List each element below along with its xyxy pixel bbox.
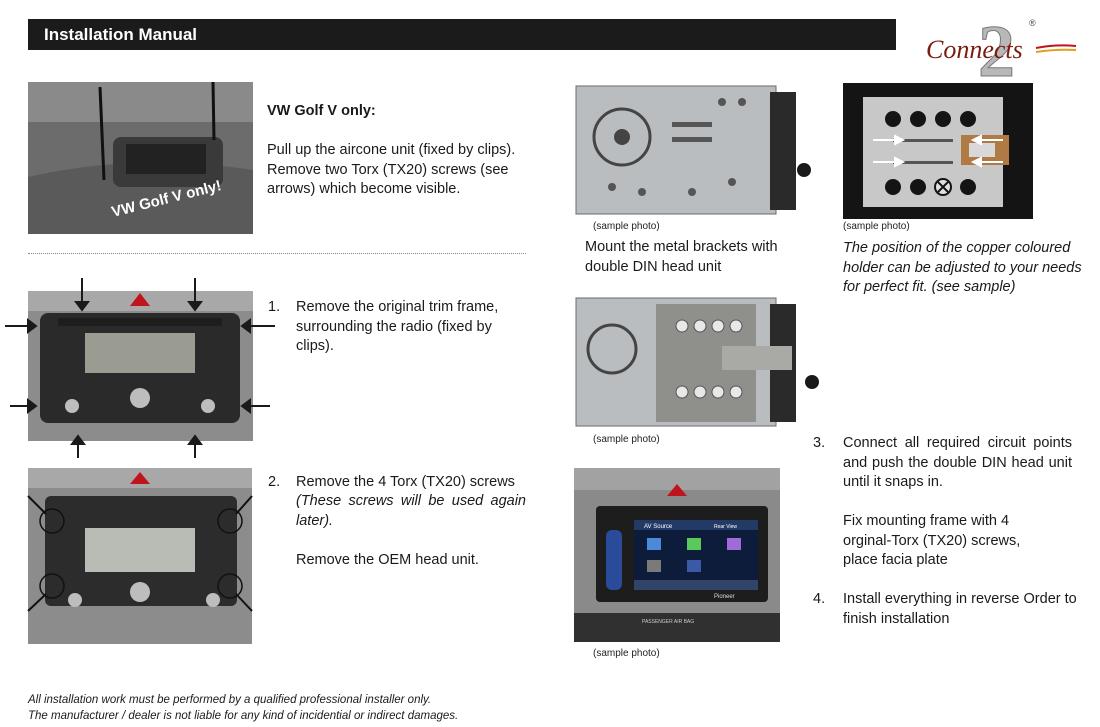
- bracket-caption-1: (sample photo): [593, 221, 660, 232]
- brand-logo: 2 Connects ®: [918, 4, 1078, 94]
- step-3-text: Connect all required circuit points and …: [843, 435, 1072, 490]
- step-2-note: (These screws will be used again later).: [296, 493, 526, 529]
- holder-caption: (sample photo): [843, 221, 910, 232]
- step-2-number: 2.: [268, 474, 281, 490]
- bracket-instruction: Mount the metal brackets with double DIN…: [585, 239, 778, 275]
- step-3-extra: Fix mounting frame with 4 orginal-Torx (…: [843, 513, 1021, 568]
- bracket-photo-1: [572, 82, 812, 220]
- disclaimer-line-2: The manufacturer / dealer is not liable …: [28, 710, 459, 722]
- step-4-text: Install everything in reverse Order to f…: [843, 591, 1077, 627]
- page-title: Installation Manual: [44, 25, 198, 44]
- disclaimer: All installation work must be performed …: [28, 692, 458, 724]
- copper-holder-photo: [843, 83, 1033, 219]
- installed-caption: (sample photo): [593, 648, 660, 659]
- section-divider: [28, 253, 526, 254]
- nav-screen-title: AV Source: [644, 524, 673, 530]
- holder-instruction: The position of the copper coloured hold…: [843, 240, 1082, 295]
- golf-instructions: Pull up the aircone unit (fixed by clips…: [267, 142, 516, 197]
- golf-heading: VW Golf V only:: [267, 103, 376, 119]
- registered-mark: ®: [1029, 18, 1036, 28]
- nav-brand: Pioneer: [714, 594, 735, 600]
- logo-number: 2: [978, 11, 1015, 84]
- bracket-photo-2: [572, 294, 822, 430]
- step-1-number: 1.: [268, 299, 281, 315]
- step-1-text: Remove the original trim frame, surround…: [296, 299, 499, 354]
- step-4-number: 4.: [813, 591, 826, 607]
- golf-aircone-photo: VW Golf V only!: [28, 82, 253, 234]
- installed-unit-photo: AV Source Rear View Pioneer PASSENGER AI…: [574, 468, 780, 642]
- logo-graphic: 2 Connects ®: [926, 11, 1077, 94]
- airbag-label: PASSENGER AIR BAG: [642, 619, 694, 625]
- step-2-extra: Remove the OEM head unit.: [296, 552, 479, 568]
- logo-wordmark: Connects: [926, 35, 1023, 64]
- step-2-text: Remove the 4 Torx (TX20) screws: [296, 474, 515, 490]
- torx-screws-photo: [20, 466, 260, 646]
- nav-screen-rear: Rear View: [714, 524, 737, 530]
- bracket-caption-2: (sample photo): [593, 434, 660, 445]
- trim-frame-photo: [0, 268, 280, 458]
- step-3-number: 3.: [813, 435, 826, 451]
- header-bar: Installation Manual: [28, 19, 896, 50]
- disclaimer-line-1: All installation work must be performed …: [28, 694, 432, 706]
